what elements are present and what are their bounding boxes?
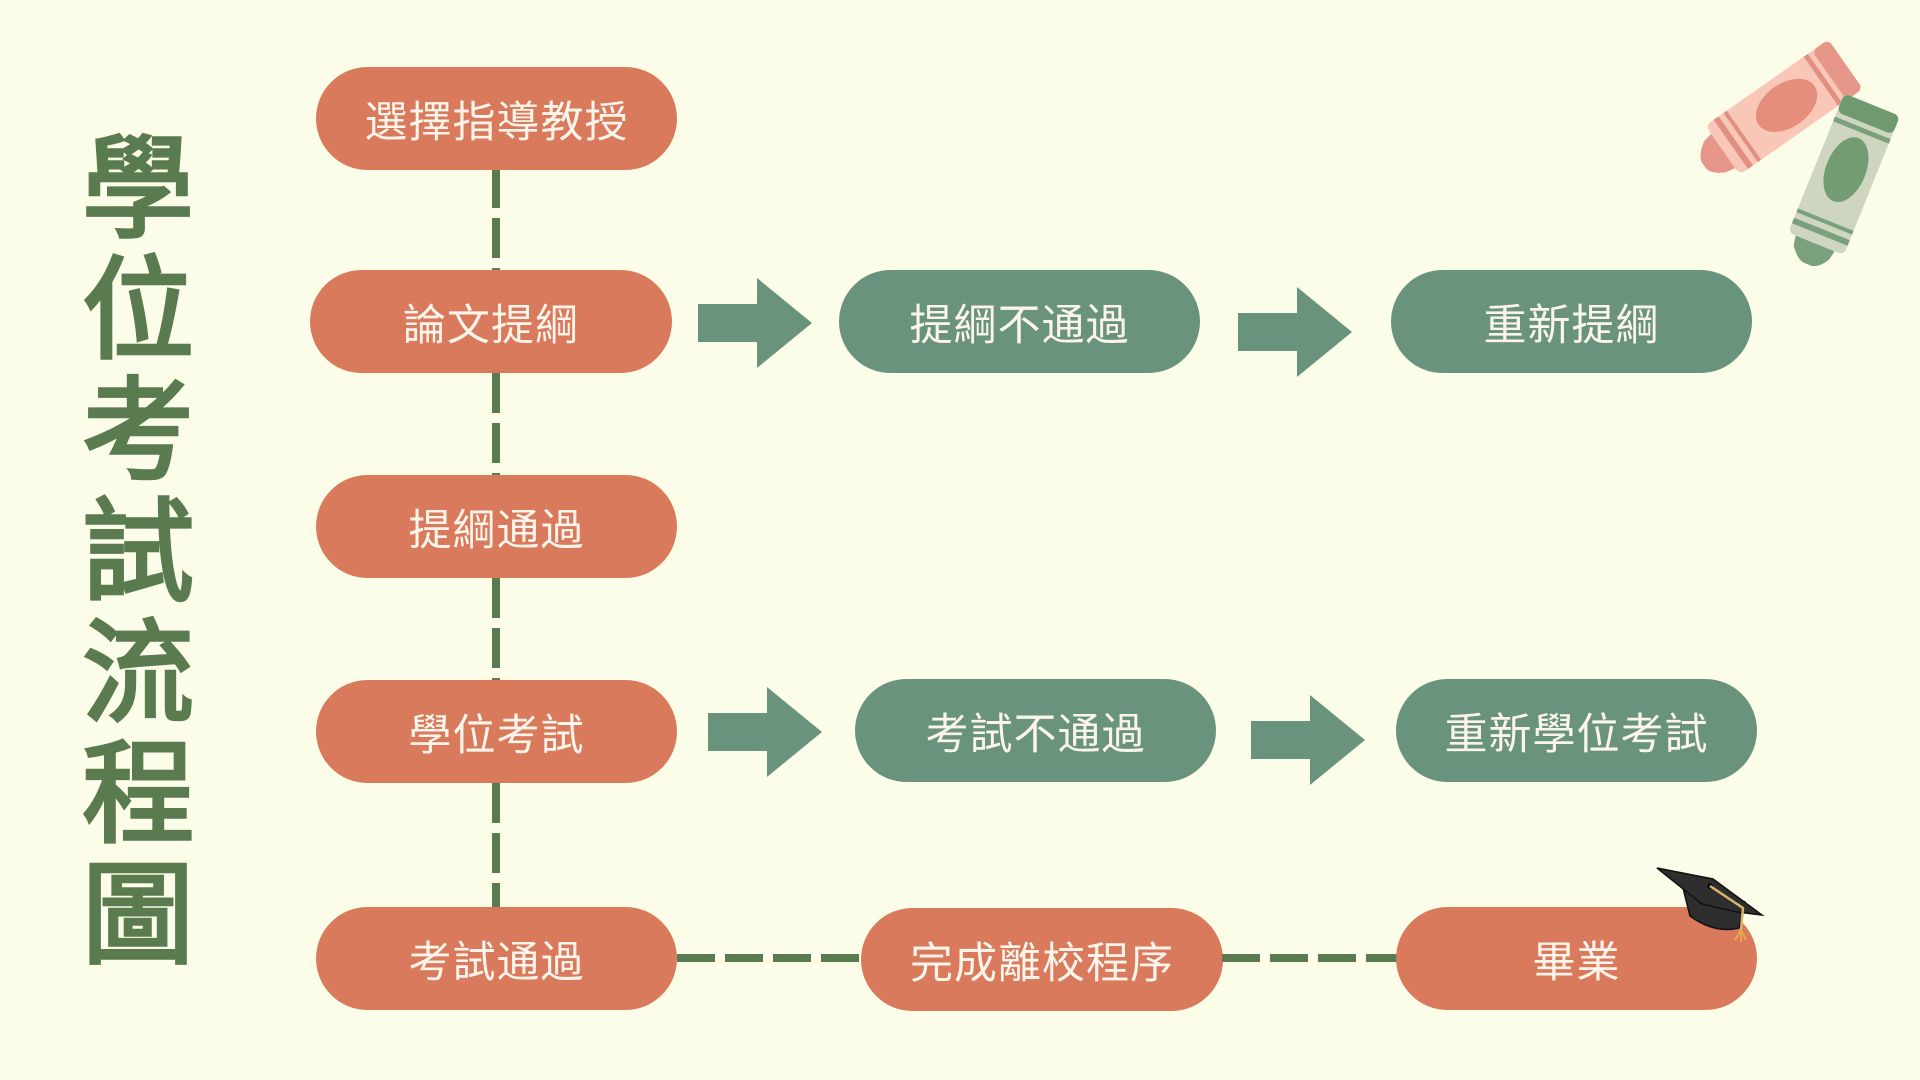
graduation-cap-icon [1656, 867, 1765, 942]
arrow-right-icon [708, 687, 822, 777]
branch-label: 重新提綱 [1483, 300, 1660, 351]
vertical-connector-1 [492, 168, 500, 270]
step-label: 選擇指導教授 [364, 97, 629, 148]
title-char: 學 [82, 125, 194, 255]
arrow-right-icon [1238, 287, 1352, 377]
crayon-green-icon [1789, 95, 1899, 267]
arrow-right-icon [698, 278, 812, 368]
step-label: 提綱通過 [408, 505, 585, 556]
vertical-connector-3 [492, 578, 500, 680]
step-label: 學位考試 [408, 710, 585, 761]
title-char: 考 [82, 367, 194, 497]
step-thesis-proposal: 論文提綱 [310, 270, 672, 373]
title-char: 位 [82, 246, 194, 376]
page-title: 學 位 考 試 流 程 圖 [76, 130, 200, 977]
branch-proposal-failed: 提綱不通過 [839, 270, 1200, 373]
branch-exam-failed: 考試不通過 [855, 679, 1216, 782]
title-char: 流 [82, 609, 194, 739]
step-label: 考試通過 [408, 937, 585, 988]
branch-label: 提綱不通過 [909, 300, 1130, 351]
title-char: 試 [82, 488, 194, 618]
title-char: 圖 [82, 851, 194, 981]
step-degree-exam: 學位考試 [316, 680, 677, 783]
branch-label: 重新學位考試 [1444, 709, 1709, 760]
branch-redo-exam: 重新學位考試 [1396, 679, 1757, 782]
step-label: 完成離校程序 [910, 938, 1174, 989]
branch-label: 考試不通過 [925, 709, 1146, 760]
step-label: 論文提綱 [403, 300, 579, 351]
branch-redo-proposal: 重新提綱 [1391, 270, 1752, 373]
vertical-connector-2 [492, 373, 500, 475]
step-leaving-procedures: 完成離校程序 [861, 908, 1223, 1011]
step-proposal-passed: 提綱通過 [316, 475, 677, 578]
horizontal-connector-2 [1222, 954, 1397, 962]
title-char: 程 [82, 730, 194, 860]
step-graduation: 畢業 [1396, 907, 1757, 1010]
crayon-pink-icon [1700, 41, 1861, 173]
step-label: 畢業 [1532, 937, 1621, 988]
step-exam-passed: 考試通過 [316, 907, 677, 1010]
horizontal-connector-1 [677, 954, 862, 962]
step-select-advisor: 選擇指導教授 [316, 67, 677, 170]
arrow-right-icon [1251, 695, 1365, 785]
vertical-connector-4 [492, 783, 500, 907]
